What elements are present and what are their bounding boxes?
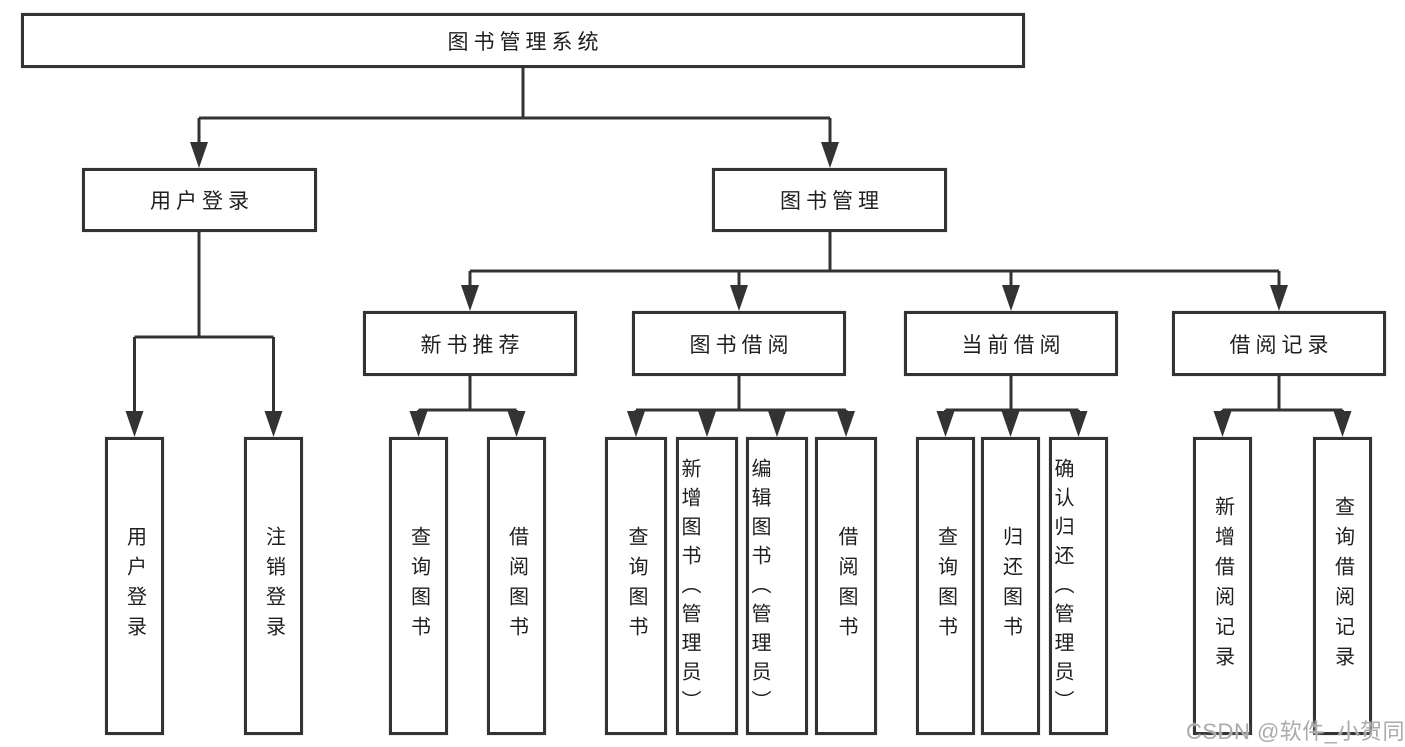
arrowhead [698, 411, 716, 437]
leaf-label: 查询借阅记录 [1331, 496, 1354, 676]
leaf-bb-borrow-books: 借阅图书 [815, 437, 877, 735]
leaf-label: 查询图书 [407, 526, 430, 646]
leaf-logout: 注销登录 [244, 437, 303, 735]
leaf-bb-query-books: 查询图书 [605, 437, 667, 735]
connector-current-to-leaves [936, 376, 1088, 437]
arrowhead [821, 142, 839, 168]
arrowhead [768, 411, 786, 437]
node-current-borrow: 当前借阅 [904, 311, 1118, 376]
leaf-rec-query-books: 查询图书 [389, 437, 448, 735]
arrowhead [1213, 411, 1232, 437]
leaf-bb-add-books-admin: 新增图书（管理员） [676, 437, 738, 735]
leaf-bb-edit-books-admin: 编辑图书（管理员） [746, 437, 808, 735]
arrowhead [1002, 285, 1020, 311]
connector-root-to-level2 [190, 68, 839, 168]
leaf-label: 确认归还（管理员） [1051, 458, 1073, 719]
arrowhead [1069, 411, 1088, 437]
arrowhead [730, 285, 748, 311]
connector-record-to-leaves [1213, 376, 1352, 437]
leaf-cb-confirm-return-admin: 确认归还（管理员） [1049, 437, 1108, 735]
leaf-label: 编辑图书（管理员） [748, 458, 770, 719]
leaf-label: 用户登录 [123, 526, 146, 646]
arrowhead [461, 285, 479, 311]
leaf-cb-return-books: 归还图书 [981, 437, 1040, 735]
connector-borrow-to-leaves [627, 376, 855, 437]
leaf-br-add-record: 新增借阅记录 [1193, 437, 1252, 735]
leaf-label: 查询图书 [625, 526, 647, 646]
leaf-label: 新增图书（管理员） [678, 458, 700, 719]
connector-login-to-leaves [125, 232, 283, 437]
node-root: 图书管理系统 [21, 13, 1025, 68]
leaf-label: 注销登录 [262, 526, 285, 646]
arrowhead [627, 411, 645, 437]
node-user-login: 用户登录 [82, 168, 317, 232]
arrowhead [1333, 411, 1352, 437]
node-book-borrow: 图书借阅 [632, 311, 846, 376]
leaf-rec-borrow-books: 借阅图书 [487, 437, 546, 735]
leaf-label: 借阅图书 [505, 526, 528, 646]
connector-rec-to-leaves [409, 376, 526, 437]
connector-mgmt-to-level3 [461, 232, 1288, 311]
csdn-watermark: CSDN @软件_小贺同学 [1186, 719, 1405, 744]
node-book-management: 图书管理 [712, 168, 947, 232]
leaf-label: 借阅图书 [835, 526, 857, 646]
node-new-book-recommend: 新书推荐 [363, 311, 577, 376]
leaf-br-query-record: 查询借阅记录 [1313, 437, 1372, 735]
arrowhead [507, 411, 526, 437]
leaf-label: 归还图书 [999, 526, 1022, 646]
arrowhead [936, 411, 955, 437]
node-borrow-record: 借阅记录 [1172, 311, 1386, 376]
arrowhead [409, 411, 428, 437]
arrowhead [190, 142, 208, 168]
leaf-label: 新增借阅记录 [1211, 496, 1234, 676]
arrowhead [1270, 285, 1288, 311]
leaf-cb-query-books: 查询图书 [916, 437, 975, 735]
arrowhead [1001, 411, 1020, 437]
leaf-user-login: 用户登录 [105, 437, 164, 735]
arrowhead [125, 411, 144, 437]
arrowhead [837, 411, 855, 437]
leaf-label: 查询图书 [934, 526, 957, 646]
arrowhead [264, 411, 283, 437]
